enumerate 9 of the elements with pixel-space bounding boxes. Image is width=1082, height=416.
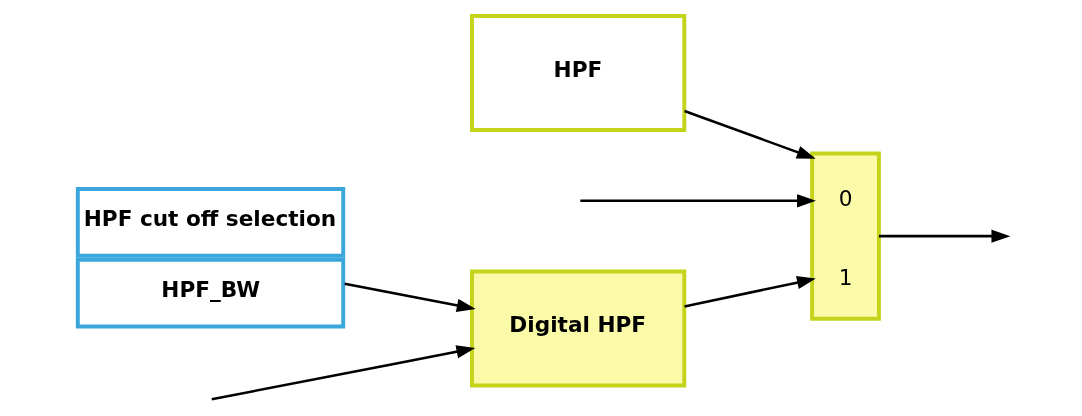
node-box: Digital HPF [469,269,686,388]
arrow [343,282,476,312]
node-box: 0 1 [809,151,881,321]
arrow [211,345,475,401]
node-box: HPF [469,14,686,132]
arrow [683,109,816,159]
arrow [683,276,816,308]
arrow [878,229,1010,243]
arrow [579,194,816,208]
